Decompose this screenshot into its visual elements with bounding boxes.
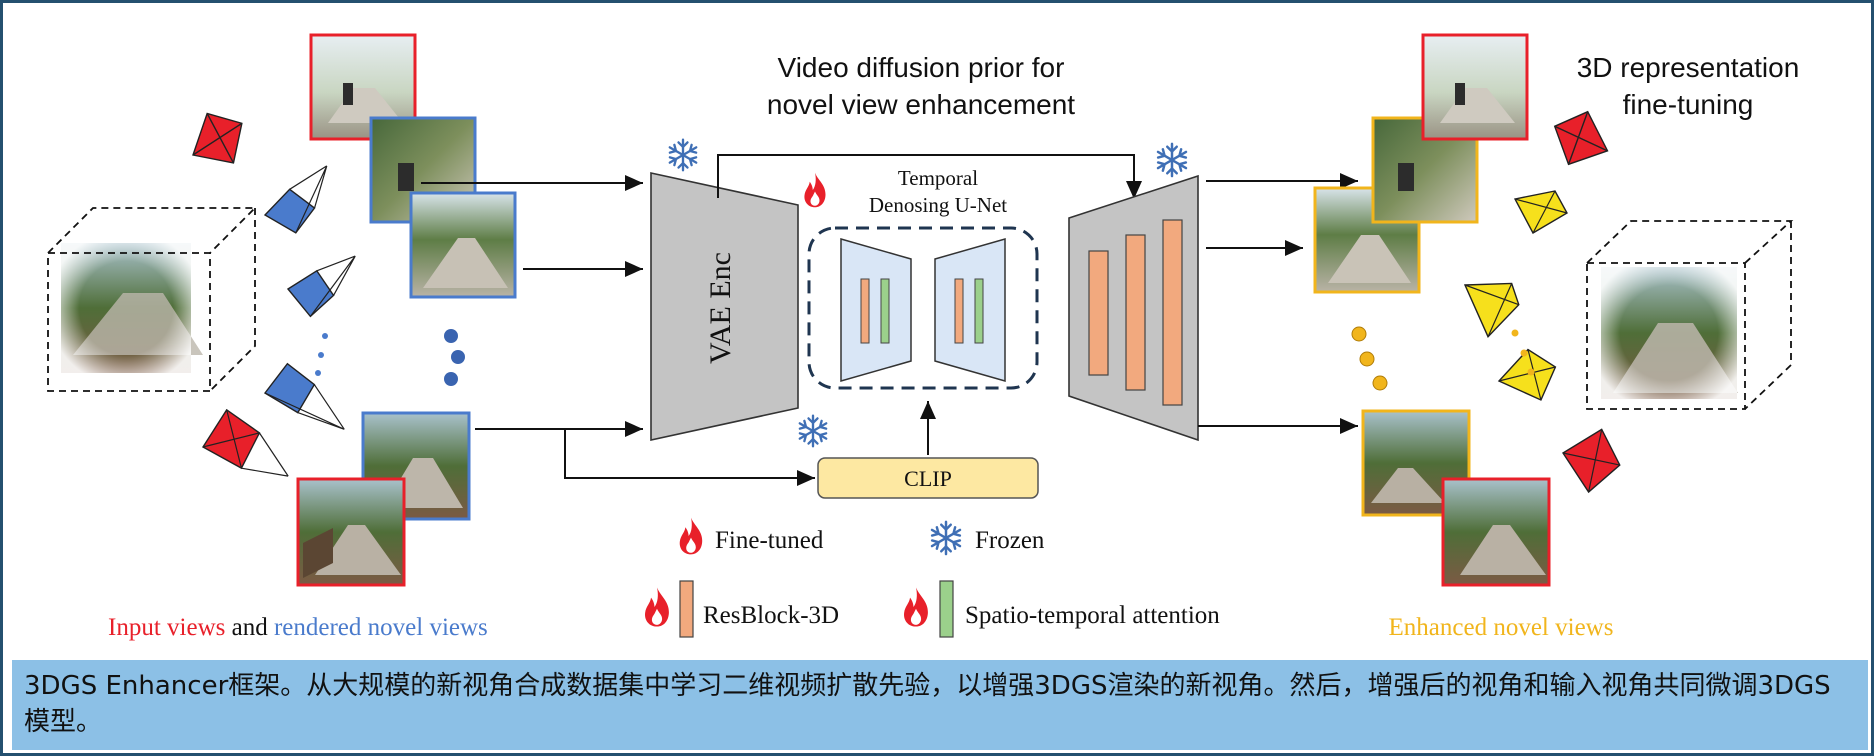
- resblock-bar: [1088, 250, 1109, 376]
- flame-icon: [804, 172, 826, 208]
- input-views-label: Input views and rendered novel views: [108, 614, 488, 641]
- resblock-bar: [1125, 234, 1146, 391]
- finetune-title-line1: 3D representation: [1577, 52, 1800, 83]
- snowflake-icon: [798, 414, 828, 448]
- camera-red: [1562, 428, 1621, 494]
- output-cameras: [1463, 110, 1621, 494]
- diffusion-prior-title-line1: Video diffusion prior for: [778, 52, 1065, 83]
- framework-diagram: Video diffusion prior for novel view enh…: [47, 33, 1800, 641]
- and-text: and: [225, 614, 274, 641]
- legend-attention: Spatio-temporal attention: [965, 602, 1220, 629]
- input-view-image: [1421, 33, 1529, 141]
- legend: Fine-tuned Frozen ResBlock-3D Spatio-tem…: [645, 517, 1220, 638]
- attention-bar: [974, 278, 984, 344]
- vae-encoder: VAE Enc: [650, 172, 799, 441]
- camera-yellow: [1463, 282, 1520, 338]
- input-views-text: Input views: [108, 614, 225, 641]
- clip-label: CLIP: [904, 466, 952, 491]
- camera-yellow: [1513, 190, 1568, 234]
- resblock-bar: [1162, 219, 1183, 406]
- legend-fine-tuned: Fine-tuned: [715, 527, 824, 554]
- input-scene-cube: [47, 207, 258, 392]
- camera-blue: [286, 255, 356, 318]
- diffusion-prior-title-line2: novel view enhancement: [767, 89, 1075, 120]
- unet-label-line1: Temporal: [898, 166, 978, 190]
- snowflake-icon: [1156, 142, 1188, 178]
- snowflake-icon: [668, 138, 698, 172]
- flame-icon: [679, 517, 703, 555]
- enhanced-scene-cube: [1586, 220, 1794, 410]
- flame-icon: [904, 587, 928, 627]
- camera-red: [202, 408, 289, 477]
- legend-attention-swatch: [939, 580, 954, 638]
- clip-encoder: CLIP: [817, 457, 1039, 499]
- input-views-stack: [296, 33, 517, 587]
- enhanced-views-label: Enhanced novel views: [1389, 614, 1614, 641]
- camera-yellow: [1497, 348, 1557, 401]
- enhanced-views-stack: [1313, 33, 1551, 587]
- resblock-bar: [954, 278, 964, 344]
- legend-resblock-swatch: [679, 580, 694, 638]
- camera-blue: [263, 362, 345, 430]
- unet-label-line2: Denosing U-Net: [869, 193, 1007, 217]
- rendered-views-text: rendered novel views: [274, 614, 488, 641]
- input-arrows: [421, 175, 815, 486]
- snowflake-icon: [930, 520, 962, 556]
- camera-red: [192, 112, 243, 164]
- input-cameras: [192, 112, 356, 477]
- legend-frozen: Frozen: [975, 527, 1045, 554]
- output-arrows: [1198, 173, 1358, 434]
- camera-red: [1553, 110, 1609, 166]
- finetune-title-line2: fine-tuning: [1623, 89, 1754, 120]
- temporal-unet: [807, 226, 1039, 390]
- flame-icon: [645, 587, 669, 627]
- figure-caption: 3DGS Enhancer框架。从大规模的新视角合成数据集中学习二维视频扩散先验…: [12, 660, 1868, 750]
- legend-resblock: ResBlock-3D: [703, 602, 839, 629]
- attention-bar: [880, 278, 890, 344]
- vae-decoder: [1068, 174, 1199, 442]
- vae-enc-label: VAE Enc: [704, 252, 737, 364]
- camera-blue: [263, 165, 328, 234]
- skip-connection-arrow: [717, 154, 1142, 199]
- resblock-bar: [860, 278, 870, 344]
